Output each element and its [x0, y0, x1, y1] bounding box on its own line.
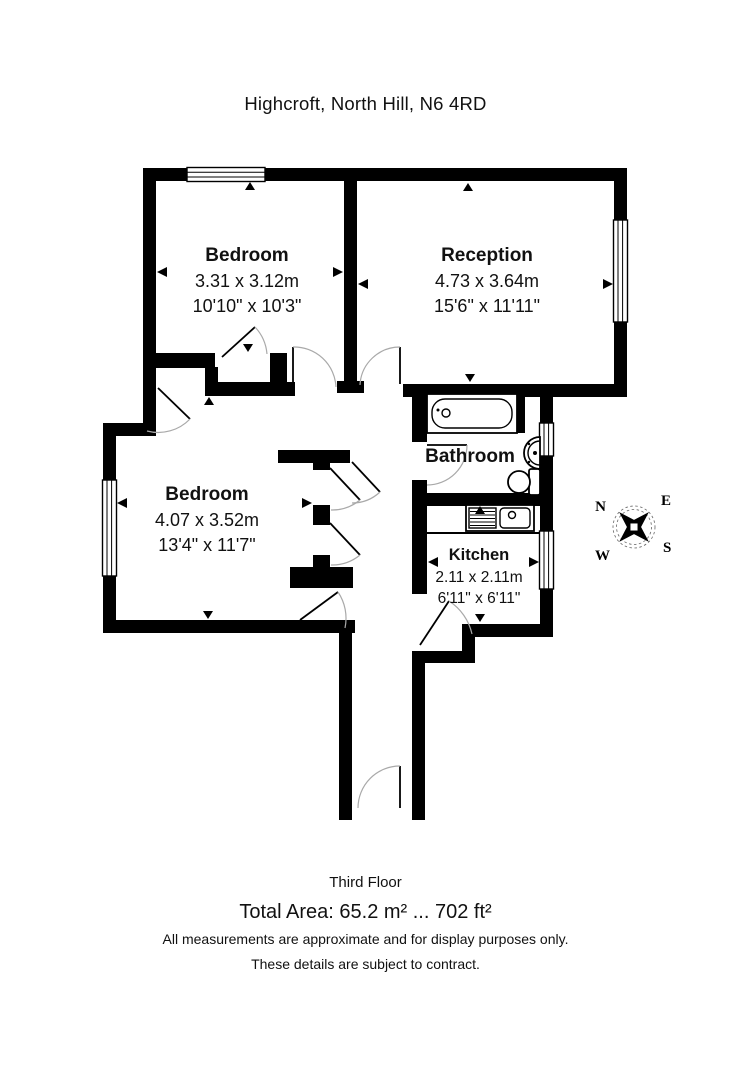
bedroom1-name: Bedroom — [205, 245, 288, 266]
door-bathroom — [426, 444, 468, 486]
door-cupboard-top — [329, 467, 361, 511]
windows — [101, 166, 629, 590]
kitchen-sink — [427, 504, 540, 534]
disclaimer-contract: These details are subject to contract. — [251, 956, 480, 972]
bedroom1-metric: 3.31 x 3.12m — [195, 271, 299, 291]
door-entrance — [357, 765, 401, 809]
door-reception — [359, 346, 401, 386]
window-bathroom-right — [538, 422, 555, 457]
reception-imperial: 15'6" x 11'11" — [434, 296, 540, 316]
window-bedroom1-top — [186, 166, 266, 183]
bedroom2-name: Bedroom — [165, 484, 248, 505]
bathtub — [426, 393, 518, 434]
door-hall-left — [292, 346, 337, 388]
door-bedroom1 — [221, 326, 268, 358]
window-bedroom2-left — [101, 479, 118, 577]
doors — [146, 326, 473, 809]
kitchen-imperial: 6'11" x 6'11" — [438, 590, 521, 607]
reception-metric: 4.73 x 3.64m — [435, 271, 539, 291]
reception-label: Reception 4.73 x 3.64m 15'6" x 11'11" — [434, 245, 540, 316]
bedroom1-label: Bedroom 3.31 x 3.12m 10'10" x 10'3" — [193, 245, 302, 316]
compass-rose: N E S W — [595, 493, 671, 564]
reception-name: Reception — [441, 245, 533, 266]
floor-label: Third Floor — [329, 874, 402, 891]
kitchen-name: Kitchen — [449, 546, 510, 564]
bedroom2-imperial: 13'4" x 11'7" — [158, 535, 255, 555]
bathroom-name: Bathroom — [425, 446, 515, 467]
dimension-arrows — [117, 182, 613, 622]
disclaimer-measurements: All measurements are approximate and for… — [162, 931, 569, 947]
compass-west: W — [595, 548, 610, 564]
bedroom2-metric: 4.07 x 3.52m — [155, 510, 259, 530]
door-bedroom2-wardrobe — [146, 387, 191, 434]
kitchen-label: Kitchen 2.11 x 2.11m 6'11" x 6'11" — [435, 546, 522, 607]
bedroom2-label: Bedroom 4.07 x 3.52m 13'4" x 11'7" — [155, 484, 259, 555]
total-area: Total Area: 65.2 m² ... 702 ft² — [239, 901, 492, 923]
page-title: Highcroft, North Hill, N6 4RD — [244, 93, 487, 114]
door-hallway-corridor — [299, 591, 347, 629]
door-cupboard-bottom — [329, 522, 361, 566]
door-bedroom2 — [351, 461, 381, 504]
door-kitchen — [419, 600, 473, 646]
toilet — [507, 468, 541, 496]
compass-north: N — [595, 499, 606, 515]
bedroom1-imperial: 10'10" x 10'3" — [193, 296, 302, 316]
compass-south: S — [663, 540, 671, 556]
window-reception-right — [612, 219, 629, 323]
wash-basin — [523, 436, 541, 470]
window-kitchen-right — [538, 530, 555, 590]
kitchen-metric: 2.11 x 2.11m — [435, 569, 522, 586]
compass-east: E — [661, 493, 671, 509]
